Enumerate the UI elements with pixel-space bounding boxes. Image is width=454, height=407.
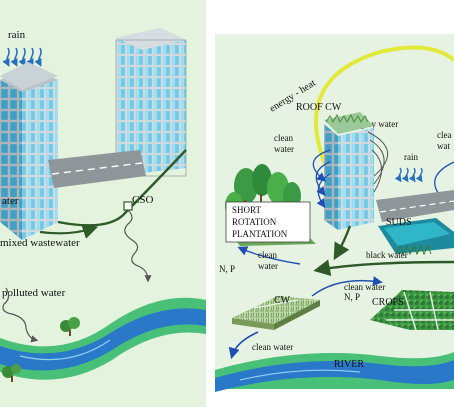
right-rain-label: rain bbox=[404, 152, 418, 162]
short-rotation-line2: ROTATION bbox=[232, 217, 277, 227]
crops-label: CROPS bbox=[372, 297, 404, 308]
np-to-plantation-arrow bbox=[237, 246, 301, 265]
roof-cw-label: ROOF CW bbox=[296, 102, 342, 113]
short-rotation-line1: SHORT bbox=[232, 205, 261, 215]
clean-water-1-line2: water bbox=[274, 144, 294, 154]
grey-water-label: grey water bbox=[360, 119, 398, 129]
right-road bbox=[376, 190, 454, 222]
left-rain-arrows bbox=[2, 47, 42, 67]
cw-wetland bbox=[232, 296, 320, 330]
clean-water-5-label: clean water bbox=[252, 342, 293, 352]
np-left-label: N, P bbox=[219, 264, 235, 274]
energy-heat-arrow bbox=[314, 45, 454, 177]
cso-box bbox=[123, 201, 133, 211]
polluted-flow-arrow bbox=[2, 287, 39, 343]
black-water-arrow bbox=[313, 259, 454, 277]
cso-overflow-arrow bbox=[124, 209, 152, 283]
crops-field bbox=[370, 290, 454, 331]
right-river bbox=[215, 352, 454, 392]
short-rotation-box bbox=[225, 201, 311, 243]
river-label: RIVER bbox=[334, 359, 364, 370]
grey-water-loops bbox=[367, 131, 389, 193]
left-river bbox=[0, 297, 206, 380]
clean-water-2-line1: clea bbox=[437, 130, 451, 140]
clean-water-1-line1: clean bbox=[274, 133, 293, 143]
right-panel: energy - heat ROOF CW grey water clean w… bbox=[215, 34, 454, 392]
building-to-cw-arrow bbox=[333, 225, 352, 261]
cso-label: CSO bbox=[132, 194, 153, 206]
short-rotation-line3: PLANTATION bbox=[232, 229, 288, 239]
left-building-tall bbox=[0, 62, 58, 240]
cw-to-crops-arrow bbox=[311, 276, 383, 297]
left-road bbox=[48, 150, 146, 188]
black-water-label: black water bbox=[366, 250, 408, 260]
cw-label: CW bbox=[274, 295, 291, 306]
np-right-label: N, P bbox=[344, 292, 360, 302]
clean-water-3-line2: water bbox=[258, 261, 278, 271]
left-cut-label: ater bbox=[2, 195, 19, 207]
left-rain-label: rain bbox=[8, 29, 26, 41]
left-building-right bbox=[115, 28, 187, 177]
polluted-water-label: polluted water bbox=[2, 287, 66, 299]
clean-water-2-line2: wat bbox=[437, 141, 450, 151]
clean-water-4-label: clean water bbox=[344, 282, 385, 292]
clean-water-3-line1: clean bbox=[258, 250, 277, 260]
left-mixed-flow-arrow bbox=[39, 224, 99, 239]
left-panel: rain ater CSO mixed wastewater polluted … bbox=[0, 0, 206, 407]
suds-label: SUDS bbox=[386, 217, 412, 228]
left-trees bbox=[2, 317, 80, 382]
cw-to-river-arrow bbox=[228, 331, 259, 360]
right-rain-arrows bbox=[394, 167, 423, 183]
mixed-wastewater-label: mixed wastewater bbox=[0, 237, 80, 249]
suds-pond bbox=[378, 218, 454, 256]
